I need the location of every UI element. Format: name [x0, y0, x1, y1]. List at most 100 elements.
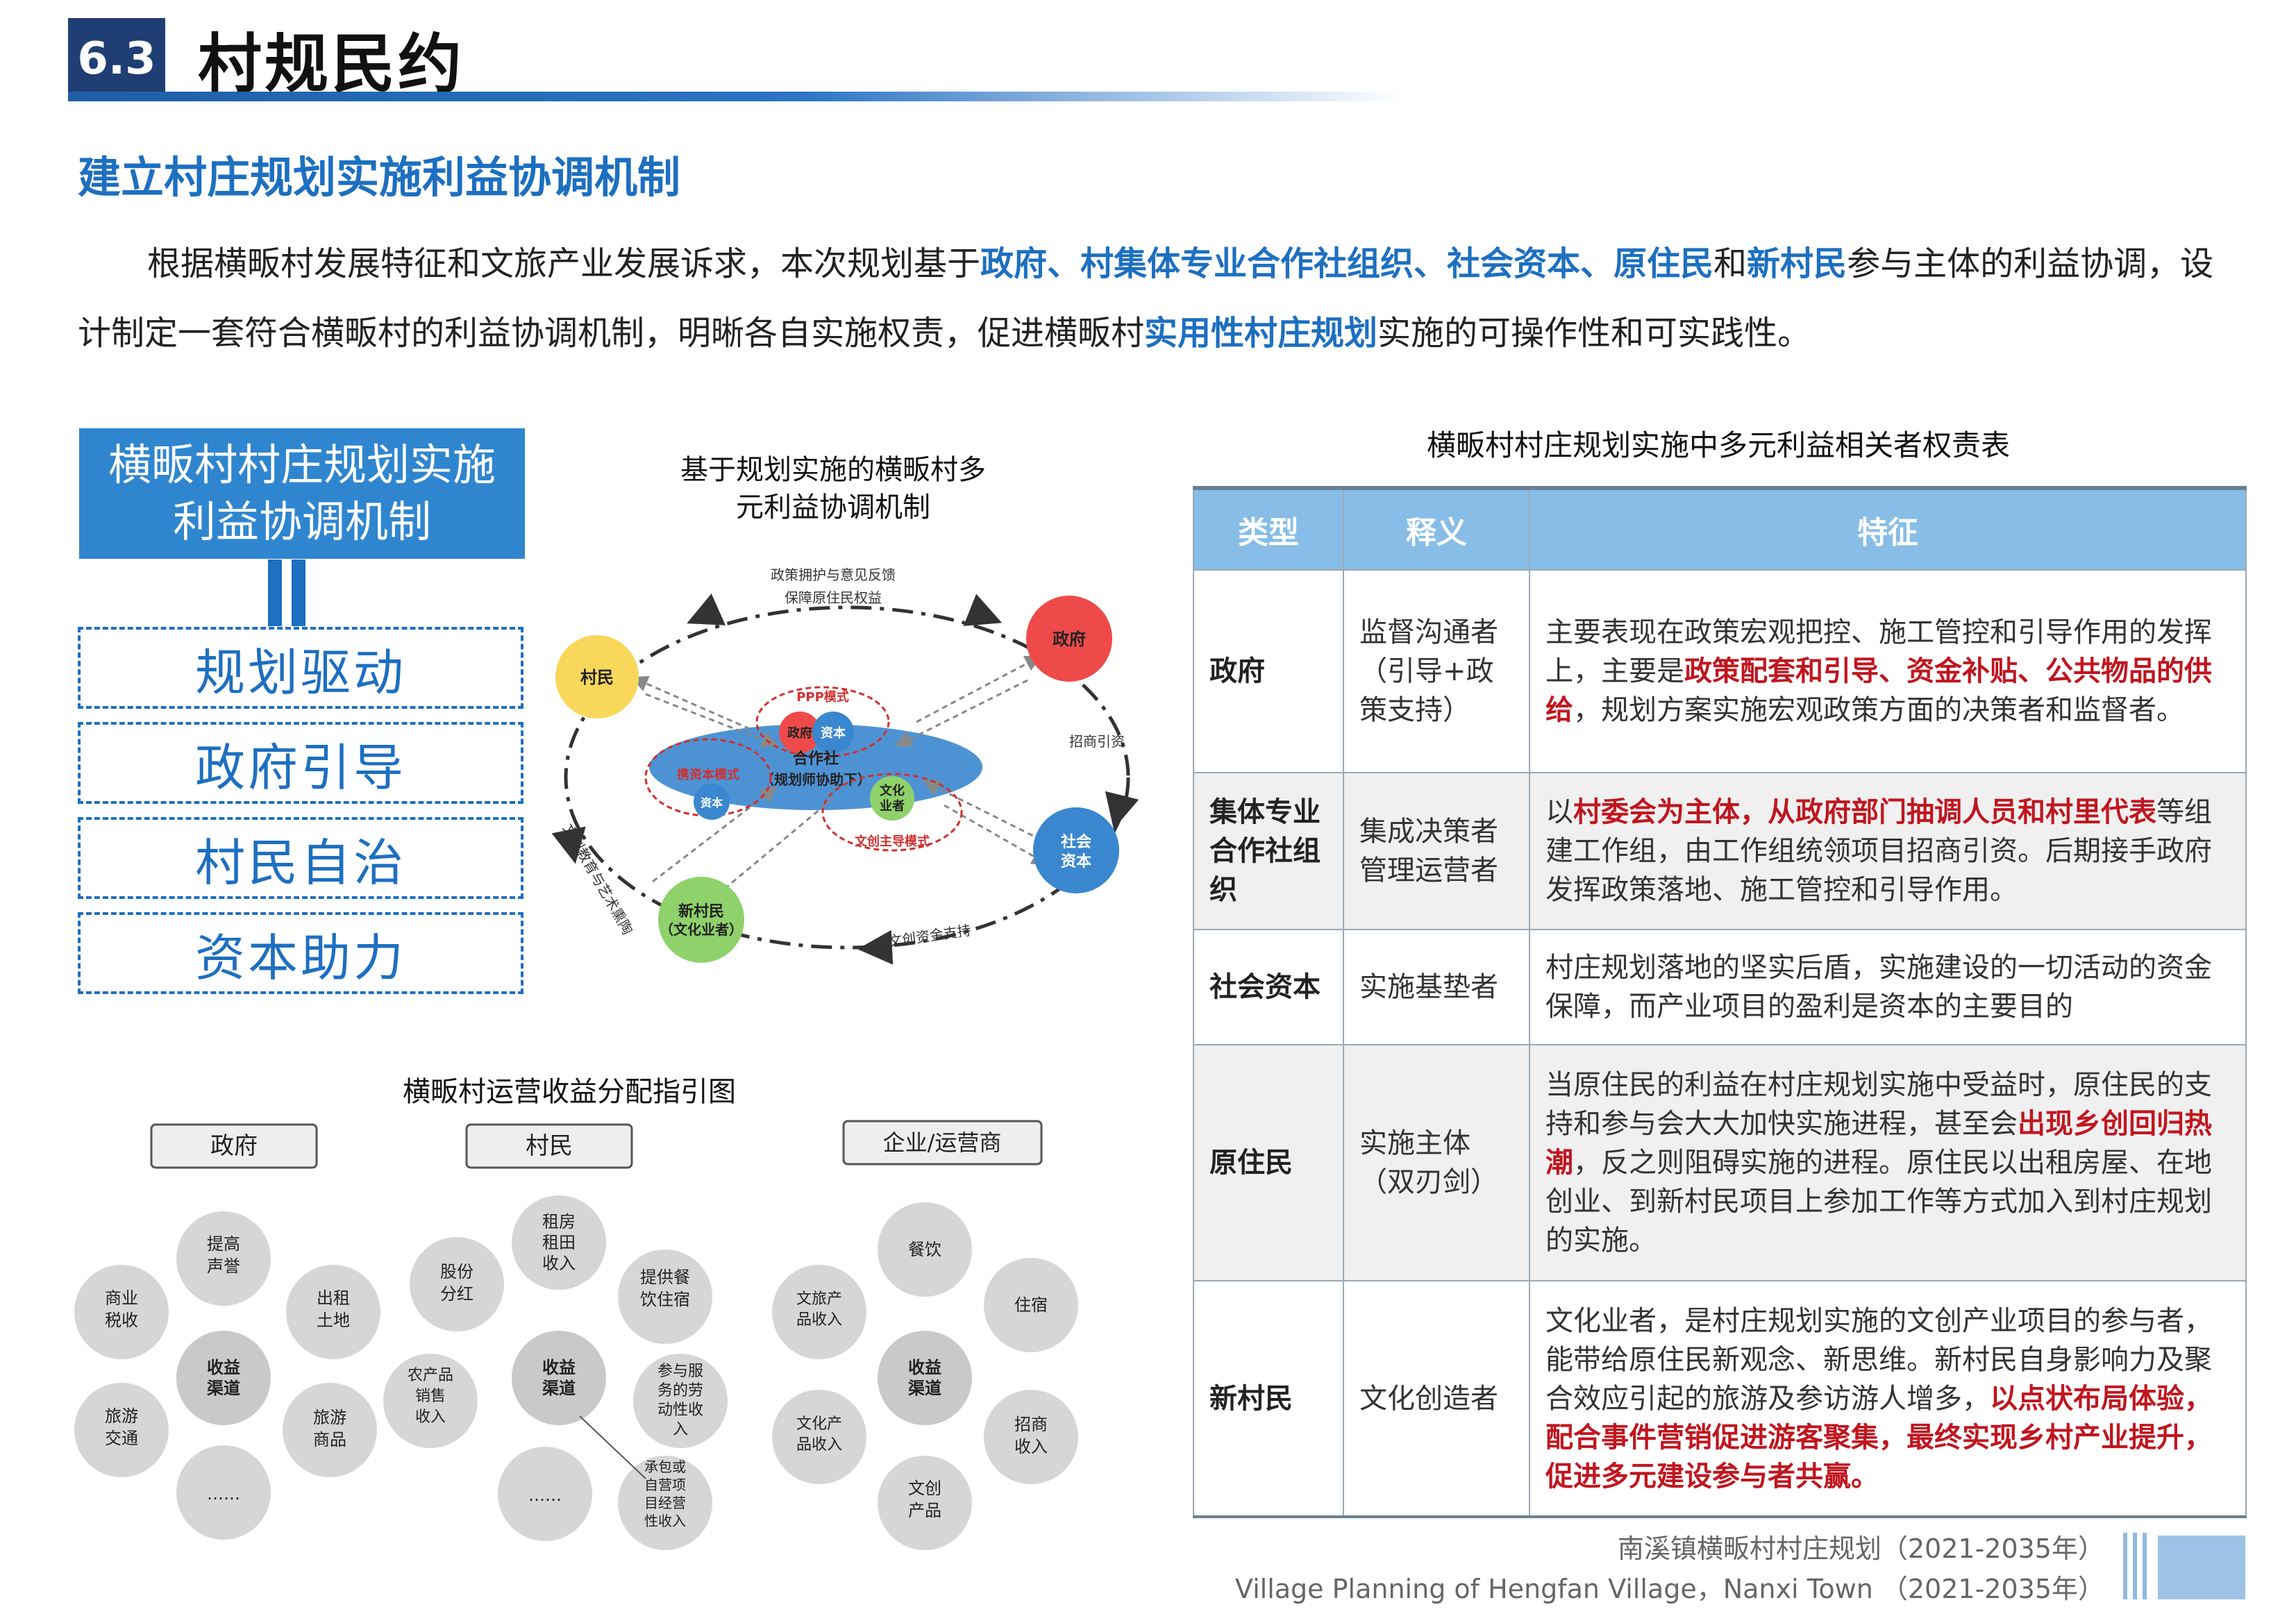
center-label: 渠道 [207, 1379, 240, 1398]
arc-label-right: 招商引资 [1069, 733, 1125, 750]
group-header-box [465, 1123, 633, 1169]
feature-text: ，反之则阻碍实施的进程。原住民以出租房屋、在地创业、到新村民项目上参加工作等方式… [1545, 1147, 2212, 1256]
capital-mode-ring [644, 738, 772, 817]
ppp-capital-label: 资本 [821, 725, 846, 741]
coop-label-1: 合作社 [793, 750, 839, 768]
income-item: 股份 [440, 1262, 474, 1281]
mechanism-item-planning: 规划驱动 [78, 627, 523, 709]
intro-paragraph: 根据横畈村发展特征和文旅产业发展诉求，本次规划基于政府、村集体专业合作社组织、社… [78, 229, 2244, 368]
capital-mode-node [694, 784, 730, 820]
inner-arrow [631, 675, 751, 730]
node-social-capital-label-1: 社会 [1061, 833, 1091, 851]
ppp-mode-ring [755, 686, 890, 758]
table-row: 新村民 文化创造者 文化业者，是村庄规划实施的文创产业项目的参与者，能带给原住民… [1193, 1280, 2247, 1518]
mechanism-item-capital: 资本助力 [78, 912, 523, 994]
row-meaning: 实施基垫者 [1343, 929, 1530, 1045]
income-item: 文化产 [796, 1415, 842, 1433]
income-item: 饮住宿 [640, 1290, 690, 1309]
responsibility-table: 类型 释义 特征 政府 监督沟通者（引导+政策支持） 主要表现在政策宏观把控、施… [1193, 486, 2247, 1518]
inner-arrow [645, 693, 779, 748]
income-node [772, 1265, 866, 1359]
income-group-villager: 村民 收益 渠道 租房 租田 收入 提供餐 饮住宿 参与服 务的劳 动性收 入 … [383, 1123, 728, 1550]
double-bar-connector [268, 560, 305, 626]
culture-node-label-1: 文化 [880, 783, 905, 798]
center-label: 收益 [908, 1358, 941, 1377]
row-type: 集体专业合作社组织 [1193, 772, 1344, 930]
row-type: 社会资本 [1193, 929, 1344, 1045]
center-node [512, 1331, 606, 1425]
node-government [1026, 596, 1112, 682]
ppp-government-node [779, 712, 821, 753]
ppp-mode-label: PPP模式 [796, 689, 849, 705]
mechanism-item-government: 政府引导 [78, 722, 523, 804]
table-row: 政府 监督沟通者（引导+政策支持） 主要表现在政策宏观把控、施工管控和引导作用的… [1193, 569, 2247, 773]
center-node [878, 1331, 972, 1425]
income-item: 承包或 [644, 1458, 686, 1475]
intro-text-1: 根据横畈村发展特征和文旅产业发展诉求，本次规划基于 [147, 244, 981, 283]
cycle-caption-line1: 基于规划实施的横畈村多 [680, 454, 986, 486]
income-node [286, 1265, 380, 1359]
income-item: 商业 [105, 1288, 138, 1308]
cycle-diagram-caption: 基于规划实施的横畈村多 元利益协调机制 [639, 451, 1028, 526]
table-row: 集体专业合作社组织 集成决策者管理运营者 以村委会为主体，从政府部门抽调人员和村… [1193, 772, 2247, 930]
table-header-type: 类型 [1193, 486, 1344, 571]
node-social-capital-label-2: 资本 [1061, 853, 1091, 871]
center-node [176, 1331, 271, 1425]
node-government-label: 政府 [1053, 630, 1086, 649]
group-header-box [842, 1120, 1043, 1166]
intro-text-2: 和 [1713, 244, 1748, 283]
income-group-government: 政府 收益 渠道 提高 声誉 出租 土地 旅游 商品 …… 旅游 交通 商业 税… [74, 1123, 380, 1540]
footer-decoration [2123, 1533, 2245, 1599]
income-node [176, 1445, 271, 1540]
income-node [410, 1237, 504, 1331]
income-node [176, 1211, 271, 1306]
income-node [283, 1383, 377, 1477]
income-node [512, 1195, 606, 1290]
income-item: 旅游 [105, 1406, 138, 1426]
row-type: 新村民 [1193, 1280, 1344, 1518]
row-feature: 文化业者，是村庄规划实施的文创产业项目的参与者，能带给原住民新观念、新思维。新村… [1529, 1280, 2247, 1518]
mechanism-item-villager: 村民自治 [78, 817, 523, 899]
table-row: 社会资本 实施基垫者 村庄规划落地的坚实后盾，实施建设的一切活动的资金保障，而产… [1193, 929, 2247, 1045]
income-node [498, 1447, 592, 1541]
coop-label-2: （规划师协助下） [760, 771, 871, 788]
inner-arrow [895, 679, 1028, 747]
feature-text: ，规划方案实施宏观政策方面的决策者和监督者。 [1573, 694, 2184, 726]
culture-mode-label: 文创主导模式 [855, 834, 930, 849]
income-item: 收入 [1014, 1437, 1048, 1456]
node-new-villager [658, 877, 744, 963]
income-node [878, 1456, 972, 1550]
income-item: 招商 [1014, 1415, 1048, 1434]
income-node [618, 1456, 712, 1550]
table-title: 横畈村村庄规划实施中多元利益相关者权责表 [1426, 428, 2010, 462]
income-item: 品收入 [796, 1436, 842, 1454]
culture-node [870, 776, 914, 821]
node-new-villager-label-2: （文化业者） [660, 921, 743, 938]
center-label: 渠道 [908, 1379, 941, 1398]
income-node [618, 1250, 712, 1344]
arrow-head [687, 594, 726, 625]
inner-arrow [923, 780, 1042, 841]
cycle-caption-line2: 元利益协调机制 [736, 491, 930, 523]
center-label: 渠道 [542, 1379, 576, 1398]
feature-highlight: 以点状布局体验，配合事件营销促进游客聚集，最终实现乡村产业提升，促进多元建设参与… [1545, 1382, 2212, 1492]
income-item: 租田 [542, 1233, 576, 1252]
capital-mode-node-label: 资本 [701, 796, 723, 809]
ppp-government-label: 政府 [787, 725, 812, 741]
center-label: 收益 [542, 1358, 576, 1377]
ppp-capital-node [812, 712, 854, 753]
intro-highlight-3: 实用性村庄规划 [1144, 314, 1378, 353]
income-node [74, 1265, 169, 1359]
node-villager [555, 635, 639, 718]
row-type: 原住民 [1193, 1044, 1344, 1281]
mechanism-title-box: 横畈村村庄规划实施利益协调机制 [79, 428, 525, 559]
income-item: 餐饮 [908, 1240, 941, 1259]
connector-line [579, 1415, 646, 1479]
income-item: 务的劳 [657, 1382, 703, 1399]
culture-mode-ring [821, 773, 963, 852]
section-number: 6.3 [68, 18, 165, 100]
income-item: …… [207, 1484, 240, 1504]
income-node [772, 1390, 866, 1484]
arrow-head [963, 594, 1003, 626]
row-meaning: 实施主体（双刃剑） [1343, 1044, 1530, 1281]
